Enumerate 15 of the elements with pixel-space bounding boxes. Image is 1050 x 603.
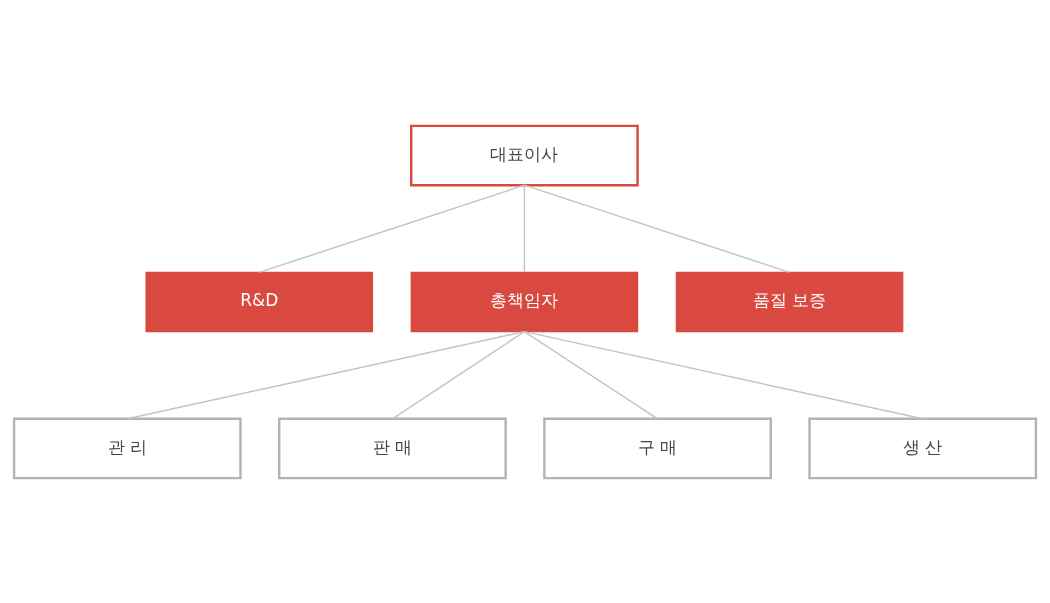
node-box: 총책임자 xyxy=(410,271,639,332)
connector xyxy=(523,330,659,420)
node-box: R&D xyxy=(145,271,374,332)
connector xyxy=(523,330,924,420)
node-box: 관 리 xyxy=(12,417,242,479)
connector xyxy=(258,183,526,273)
connector xyxy=(391,330,526,420)
node-box: 구 매 xyxy=(543,417,772,479)
node-box: 생 산 xyxy=(808,417,1038,479)
node-box: 품질 보증 xyxy=(675,271,904,332)
node-box: 대표이사 xyxy=(410,124,639,186)
connector xyxy=(523,183,526,273)
node-box: 판 매 xyxy=(278,417,507,479)
connector xyxy=(126,330,526,420)
connector xyxy=(523,183,791,273)
